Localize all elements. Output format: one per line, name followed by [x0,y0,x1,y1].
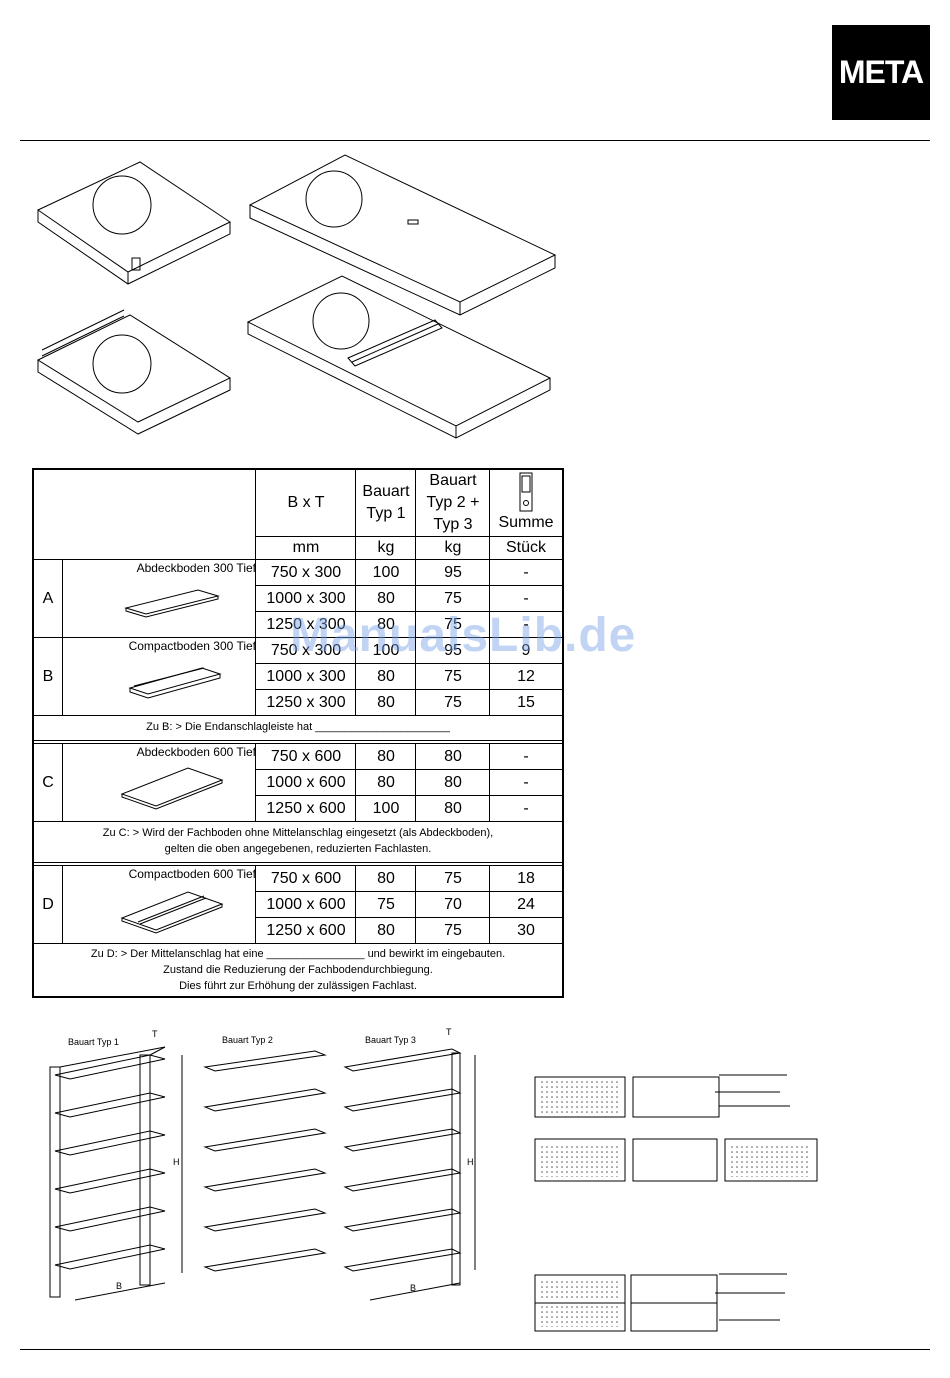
typ1-c3: 100 [372,800,400,817]
typ1-b2: 80 [377,668,395,685]
product-label-c: Abdeckboden 600 Tief [136,745,256,759]
note-d-line1: Zu D: > Der Mittelanschlag hat eine ____… [90,948,506,960]
top-rule [20,140,930,141]
typ23-c2: 80 [444,774,462,791]
group-letter-c: C [42,774,54,791]
size-c3: 1250 x 600 [266,800,346,817]
size-c1: 750 x 600 [270,748,342,765]
board-icon-d [120,891,224,934]
typ1-c1: 80 [377,748,395,765]
typ23-b1: 95 [444,642,462,659]
header-typ1: Bauart Typ 1 [362,483,410,522]
label-h3: H [467,1157,474,1167]
label-h1: H [173,1157,180,1167]
plan-view-figures [534,1074,818,1332]
sum-d3: 30 [517,922,535,939]
group-letter-a: A [42,590,54,607]
size-d3: 1250 x 600 [266,922,346,939]
sum-b1: 9 [521,642,531,659]
meta-logo: META [832,25,930,120]
typ23-b3: 75 [444,694,462,711]
label-typ1: Bauart Typ 1 [68,1037,119,1047]
product-label-b: Compactboden 300 Tief [128,639,256,653]
header-typ23: Bauart Typ 2 + Typ 3 [426,472,480,533]
sum-a1: - [523,564,529,581]
note-d-line3: Dies führt zur Erhöhung der zulässigen F… [179,980,417,992]
size-b3: 1250 x 300 [266,694,346,711]
board-icon-a [124,589,220,618]
typ23-d3: 75 [444,922,462,939]
note-b: Zu B: > Die Endanschlagleiste hat ______… [146,721,450,733]
typ1-d2: 75 [377,896,395,913]
label-t1: T [152,1029,158,1039]
product-label-a: Abdeckboden 300 Tief [136,561,256,575]
note-c-line1: Zu C: > Wird der Fachboden ohne Mittelan… [102,827,494,839]
sum-d1: 18 [517,870,535,887]
group-letter-b: B [42,668,54,685]
typ23-c3: 80 [444,800,462,817]
sum-c2: - [523,774,529,791]
typ23-c1: 80 [444,748,462,765]
unit-typ23: kg [444,539,462,556]
shelf-type-figures: Bauart Typ 1 Bauart Typ 2 Bauart Typ 3 T… [49,1027,476,1301]
typ23-a1: 95 [444,564,462,581]
size-b1: 750 x 300 [270,642,342,659]
group-letter-d: D [42,896,54,913]
typ23-b2: 75 [444,668,462,685]
sum-a2: - [523,590,529,607]
header-bxt: B x T [287,494,325,511]
size-c2: 1000 x 600 [266,774,346,791]
typ23-d2: 70 [444,896,462,913]
size-a3: 1250 x 300 [266,616,346,633]
label-b1: B [116,1281,122,1291]
label-t3: T [446,1027,452,1037]
sum-c1: - [523,748,529,765]
note-d-line2: Zustand die Reduzierung der Fachbodendur… [163,964,433,976]
shelf-illustrations [36,154,557,439]
sum-b2: 12 [517,668,535,685]
typ1-d1: 80 [377,870,395,887]
typ1-c2: 80 [377,774,395,791]
typ23-a2: 75 [444,590,462,607]
size-a2: 1000 x 300 [266,590,346,607]
product-label-d: Compactboden 600 Tief [128,867,256,881]
typ1-a2: 80 [377,590,395,607]
typ23-a3: 75 [444,616,462,633]
typ1-a3: 80 [377,616,395,633]
header-summe: Summe [498,514,554,531]
sum-c3: - [523,800,529,817]
load-table: B x T Bauart Typ 1 Bauart Typ 2 + Typ 3 … [32,468,564,998]
unit-typ1: kg [377,539,395,556]
typ1-b3: 80 [377,694,395,711]
note-c-line2: gelten die oben angegebenen, reduzierten… [164,843,432,855]
typ23-d1: 75 [444,870,462,887]
unit-summe: Stück [505,539,546,556]
typ1-d3: 80 [377,922,395,939]
bottom-rule [20,1349,930,1350]
size-b2: 1000 x 300 [266,668,346,685]
label-b3: B [410,1283,416,1293]
binder-icon [519,472,533,512]
sum-b3: 15 [517,694,535,711]
typ1-a1: 100 [372,564,400,581]
watermark: ManualsLib.de [290,609,637,662]
size-a1: 750 x 300 [270,564,342,581]
sum-a3: - [523,616,529,633]
size-d2: 1000 x 600 [266,896,346,913]
unit-bxt: mm [292,539,320,556]
label-typ3: Bauart Typ 3 [365,1035,416,1045]
size-d1: 750 x 600 [270,870,342,887]
board-icon-c [120,767,224,810]
sum-d2: 24 [517,896,535,913]
label-typ2: Bauart Typ 2 [222,1035,273,1045]
typ1-b1: 100 [372,642,400,659]
board-icon-b [128,667,222,699]
